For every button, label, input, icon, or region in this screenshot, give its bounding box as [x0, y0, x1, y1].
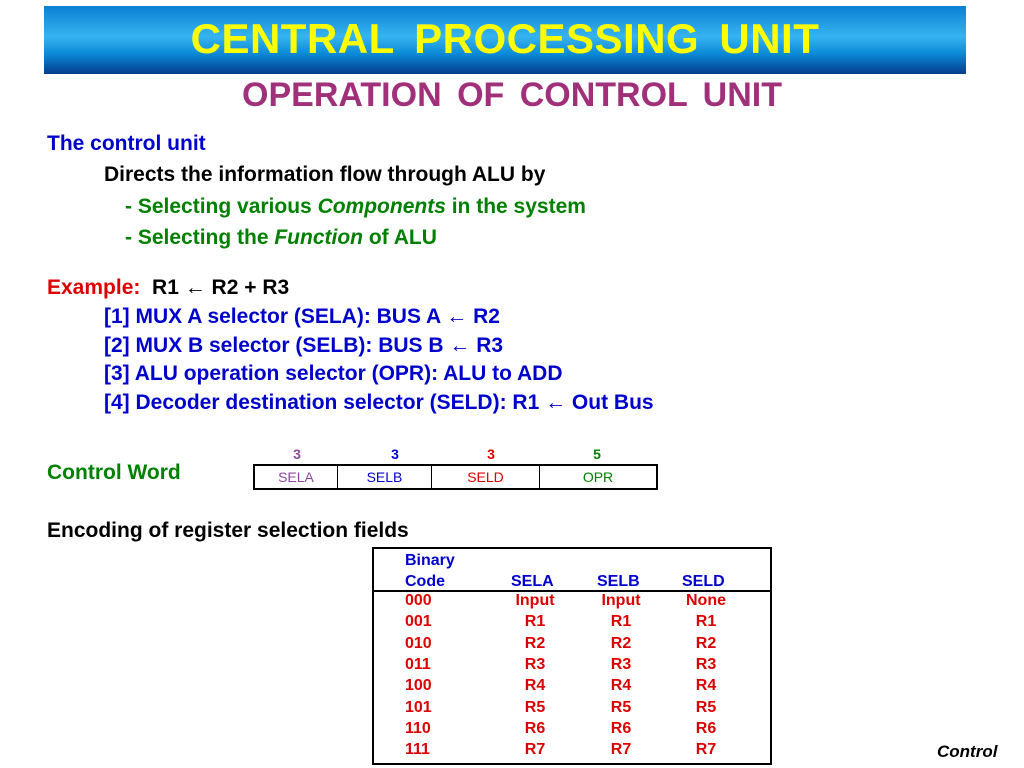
example-label: Example:	[47, 276, 141, 299]
control-word-table: SELA SELB SELD OPR	[253, 464, 658, 490]
sela-field: SELA	[255, 466, 338, 488]
encoding-cell-seld: R4	[695, 677, 717, 695]
encoding-heading: Encoding of register selection fields	[47, 519, 409, 542]
header-code: Code	[405, 573, 445, 590]
encoding-cell-code: 110	[405, 719, 431, 737]
intro-line2-suffix: in the system	[445, 195, 586, 218]
header-sela: SELA	[511, 573, 554, 590]
slide-title: CENTRAL PROCESSING UNIT	[190, 15, 820, 62]
intro-line3-prefix: - Selecting the	[125, 226, 275, 249]
encoding-table	[372, 547, 772, 765]
encoding-cell-seld: R5	[695, 698, 717, 716]
opr-bits: 5	[593, 446, 601, 462]
encoding-cell-sela: R1	[524, 613, 546, 631]
selb-field: SELB	[338, 466, 432, 488]
encoding-cell-sela: R6	[524, 719, 546, 737]
encoding-cell-sela: Input	[515, 592, 555, 609]
encoding-cell-code: 001	[405, 613, 432, 631]
intro-heading: The control unit	[47, 132, 206, 155]
encoding-cell-seld: None	[686, 592, 726, 609]
header-selb: SELB	[597, 573, 640, 590]
encoding-cell-code: 111	[405, 741, 430, 759]
header-seld: SELD	[682, 573, 725, 590]
encoding-cell-selb: R3	[610, 655, 632, 673]
encoding-cell-code: 010	[405, 634, 432, 652]
seld-field: SELD	[432, 466, 540, 488]
encoding-cell-sela: R4	[524, 677, 546, 695]
encoding-cell-sela: R2	[524, 634, 546, 652]
intro-line2-prefix: - Selecting various	[125, 195, 318, 218]
encoding-cell-code: 011	[405, 655, 431, 673]
seld-bits: 3	[487, 446, 495, 462]
encoding-cell-seld: R6	[695, 719, 717, 737]
intro-line2: - Selecting various Components in the sy…	[125, 195, 586, 219]
encoding-cell-selb: R6	[610, 719, 632, 737]
encoding-cell-seld: R3	[695, 655, 717, 673]
encoding-cell-selb: R4	[610, 677, 632, 695]
encoding-cell-seld: R7	[695, 741, 717, 759]
header-binary: Binary	[405, 552, 455, 569]
encoding-cell-code: 000	[405, 592, 432, 609]
encoding-header-divider	[372, 590, 772, 592]
intro-line2-italic: Components	[317, 195, 446, 218]
encoding-cell-sela: R5	[524, 698, 546, 716]
encoding-cell-selb: R2	[610, 634, 632, 652]
example-step-3: [3] ALU operation selector (OPR): ALU to…	[104, 362, 563, 385]
sela-bits: 3	[293, 446, 301, 462]
title-bar: CENTRAL PROCESSING UNIT	[44, 6, 966, 74]
encoding-cell-selb: R7	[610, 741, 632, 759]
encoding-cell-sela: R7	[524, 741, 546, 759]
encoding-cell-seld: R2	[695, 634, 717, 652]
intro-line3: - Selecting the Function of ALU	[125, 226, 437, 250]
control-word-label: Control Word	[47, 461, 181, 484]
example-step-4: [4] Decoder destination selector (SELD):…	[104, 391, 654, 414]
encoding-cell-selb: R5	[610, 698, 632, 716]
example-line: Example: R1 ← R2 + R3	[47, 276, 289, 300]
intro-line3-italic: Function	[274, 226, 364, 249]
encoding-cell-selb: Input	[601, 592, 641, 609]
selb-bits: 3	[391, 446, 399, 462]
intro-line3-suffix: of ALU	[363, 226, 437, 249]
example-step-1: [1] MUX A selector (SELA): BUS A ← R2	[104, 305, 500, 328]
opr-field: OPR	[582, 469, 614, 485]
footer-label: Control	[937, 742, 998, 761]
encoding-cell-selb: R1	[610, 613, 632, 631]
example-expr: R1 ← R2 + R3	[152, 276, 290, 299]
encoding-cell-code: 100	[405, 677, 432, 695]
example-step-2: [2] MUX B selector (SELB): BUS B ← R3	[104, 334, 504, 357]
slide-subtitle: OPERATION OF CONTROL UNIT	[242, 76, 782, 114]
encoding-cell-seld: R1	[695, 613, 717, 631]
intro-line1: Directs the information flow through ALU…	[104, 163, 546, 186]
encoding-cell-sela: R3	[524, 655, 546, 673]
encoding-cell-code: 101	[405, 698, 432, 716]
